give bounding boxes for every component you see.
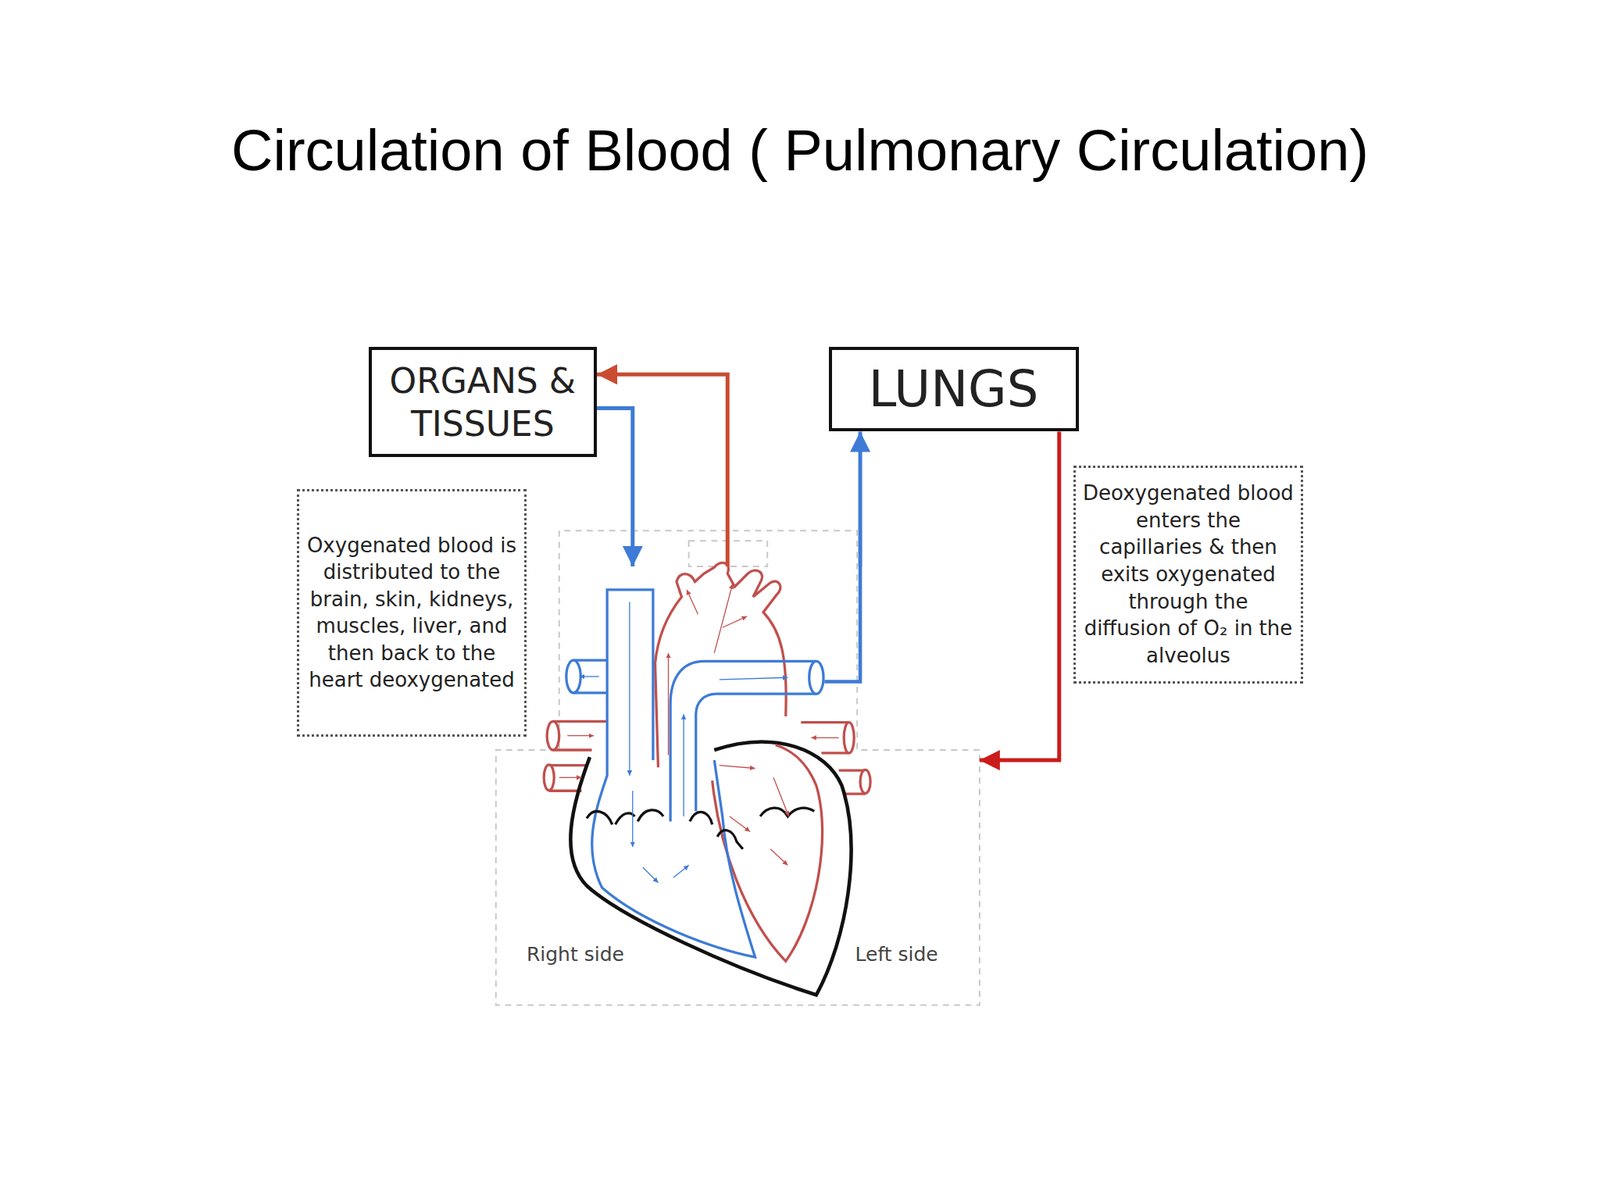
flow-mark <box>729 816 750 833</box>
vessel-end <box>566 660 581 693</box>
vessel-end <box>843 722 854 754</box>
vessel-lead <box>824 566 861 683</box>
flow-mark <box>714 583 733 654</box>
flow-mark <box>559 777 583 779</box>
target-box: ORGANS & TISSUES <box>368 346 598 458</box>
vessel-tube <box>800 722 849 754</box>
flow-arrow <box>979 431 1060 761</box>
flow-mark <box>632 790 633 847</box>
flow-arrow <box>596 374 728 567</box>
valve-symbol <box>586 807 815 850</box>
flow-mark <box>673 865 690 879</box>
ventricle-outline <box>712 744 823 961</box>
vessel-end <box>809 660 824 694</box>
aorta-outline <box>655 562 787 768</box>
flow-mark <box>579 675 600 677</box>
flow-arrow <box>858 431 863 566</box>
box-label: Deoxygenated blood enters the capillarie… <box>1082 479 1295 669</box>
vessel-end <box>860 769 871 793</box>
flow-mark <box>567 735 594 736</box>
note-box: Deoxygenated blood enters the capillarie… <box>1073 465 1304 685</box>
vessel-tube <box>553 721 608 750</box>
flow-mark <box>686 589 698 615</box>
target-box: LUNGS <box>828 346 1079 432</box>
pulmonary-artery-outline <box>670 660 817 822</box>
flow-mark <box>719 677 789 680</box>
region-outline <box>689 540 768 567</box>
flow-mark <box>719 765 756 769</box>
flow-arrow <box>596 407 633 566</box>
heart-region: Right side Left side <box>496 566 980 1006</box>
box-label: LUNGS <box>868 361 1039 417</box>
flow-mark <box>628 602 630 776</box>
flow-mark <box>667 653 669 756</box>
box-label: Oxygenated blood is distributed to the b… <box>305 532 518 694</box>
flow-mark <box>770 849 788 866</box>
box-label: ORGANS & TISSUES <box>371 359 595 446</box>
flow-mark <box>773 777 790 817</box>
diagram-title: Circulation of Blood ( Pulmonary Circula… <box>0 117 1600 185</box>
note-box: Oxygenated blood is distributed to the b… <box>296 489 527 737</box>
flow-mark <box>810 737 839 739</box>
side-label: Left side <box>855 942 939 966</box>
flow-mark <box>642 867 659 883</box>
flow-mark <box>682 714 684 817</box>
vena-cava-outline <box>592 589 756 958</box>
vessel-end <box>543 764 554 791</box>
vessel-end <box>546 721 560 750</box>
flow-mark <box>722 616 747 628</box>
side-label: Right side <box>526 942 625 966</box>
region-outline <box>496 530 980 1005</box>
